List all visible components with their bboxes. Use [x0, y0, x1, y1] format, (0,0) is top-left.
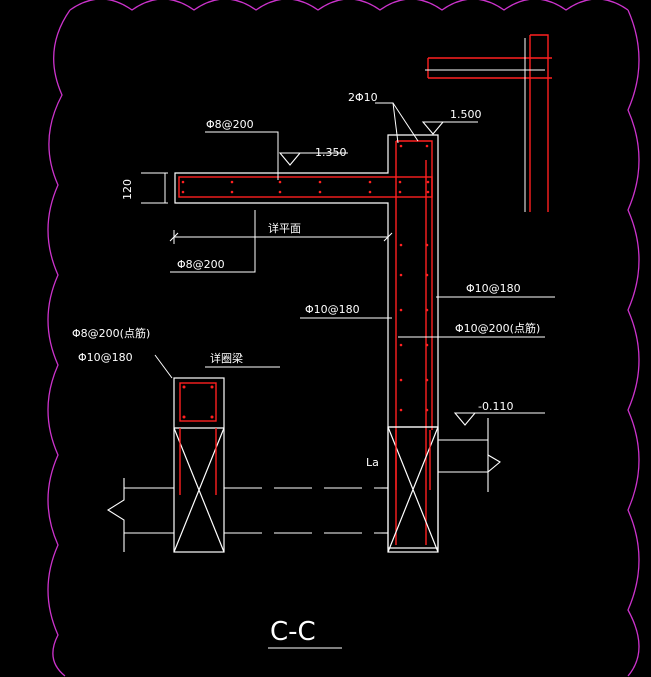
slab-rebar	[178, 140, 433, 545]
label-2phi10: 2Φ10	[348, 91, 378, 104]
label-see-plan: 详平面	[268, 221, 301, 235]
label-stirrup-bottom: Φ8@200	[177, 258, 225, 271]
label-phi10-180-wall: Φ10@180	[305, 303, 360, 316]
label-stirrup-top: Φ8@200	[206, 118, 254, 131]
leader-lines	[141, 102, 555, 379]
label-phi8-200-dist-left: Φ8@200(点筋)	[72, 326, 150, 340]
label-dim-120: 120	[121, 179, 134, 200]
label-see-ring-beam: 详圈梁	[210, 351, 243, 365]
parapet-outline	[425, 34, 552, 212]
elevation-markers	[278, 121, 545, 426]
label-phi10-180-right: Φ10@180	[466, 282, 521, 295]
label-elev-minus-0110: -0.110	[478, 400, 513, 413]
slab-rebar-dots	[181, 144, 430, 412]
label-elev-1350: 1.350	[315, 146, 347, 159]
label-phi10-200-dist: Φ10@200(点筋)	[455, 321, 540, 335]
label-phi10-180-left: Φ10@180	[78, 351, 133, 364]
section-title: C-C	[270, 617, 316, 647]
left-beam-rebar	[179, 382, 217, 495]
label-anchor-la: La	[366, 456, 379, 469]
label-elev-1500: 1.500	[450, 108, 482, 121]
revision-cloud	[47, 0, 640, 677]
left-beam-dots	[182, 385, 214, 419]
ground-lines	[106, 418, 501, 552]
span-dimension	[169, 230, 393, 244]
right-footing-rebar	[395, 430, 431, 490]
